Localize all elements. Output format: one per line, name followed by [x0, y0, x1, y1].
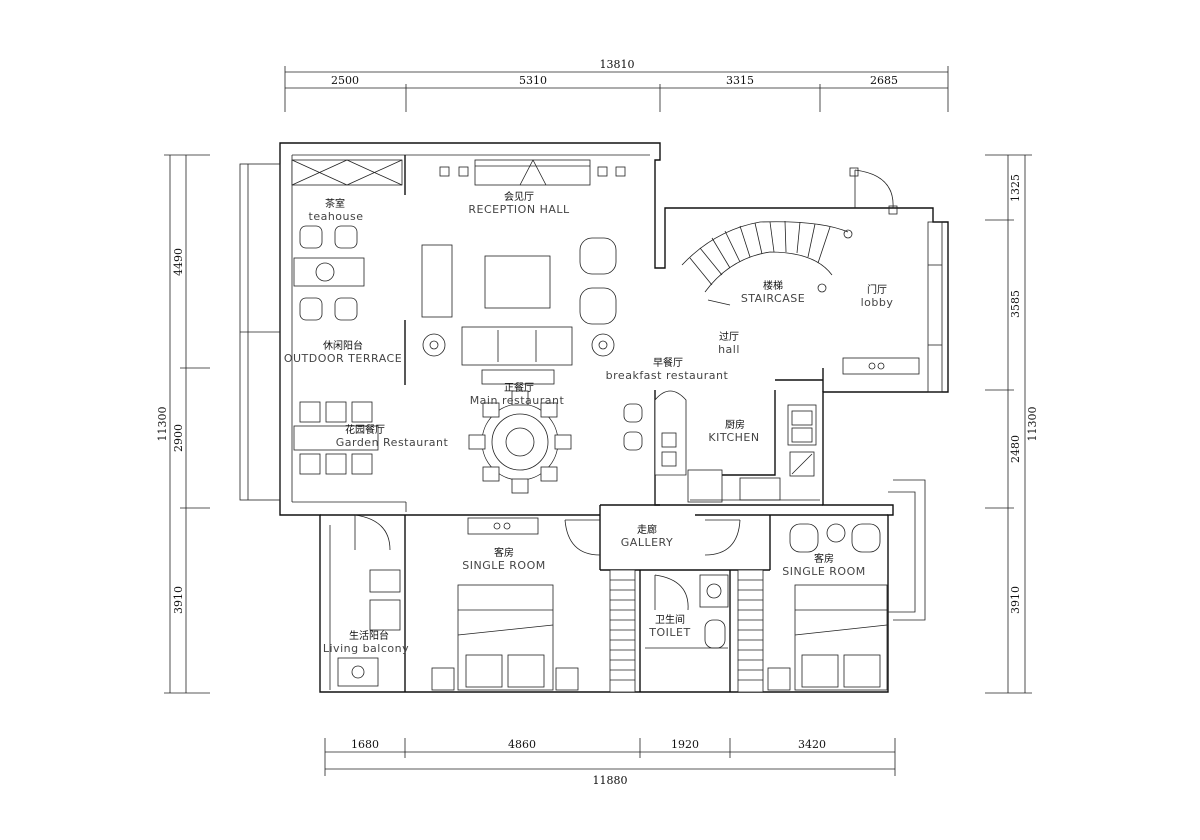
terrace-label-en: OUTDOOR TERRACE [284, 352, 402, 365]
toilet-label-cn: 卫生间 [655, 613, 685, 626]
staircase-label-cn: 楼梯 [763, 279, 783, 292]
main-restaurant-label-en: Main restaurant [470, 394, 565, 407]
dim-top-1: 2500 [331, 74, 359, 87]
main-restaurant-label-cn: 正餐厅 [504, 381, 534, 394]
dim-bottom-1: 1680 [351, 738, 379, 751]
lobby-label-en: lobby [861, 296, 894, 309]
dim-top-total: 13810 [600, 58, 635, 71]
dim-right-2: 3585 [1009, 290, 1022, 318]
furniture [291, 159, 920, 693]
garden-label-en: Garden Restaurant [336, 436, 449, 449]
dim-top-4: 2685 [870, 74, 898, 87]
dim-bottom-total: 11880 [593, 774, 628, 787]
hall-label-cn: 过厅 [719, 330, 739, 343]
dimension-lines [164, 66, 1032, 776]
hall-label-en: hall [718, 343, 740, 356]
living-balcony-label-cn: 生活阳台 [349, 629, 389, 642]
dim-top-2: 5310 [519, 74, 547, 87]
dim-top-3: 3315 [726, 74, 754, 87]
dim-left-3: 3910 [172, 586, 185, 614]
breakfast-label-cn: 早餐厅 [653, 356, 683, 369]
dim-bottom-2: 4860 [508, 738, 536, 751]
dim-left-total: 11300 [156, 407, 169, 442]
teahouse-label-cn: 茶室 [325, 197, 345, 210]
dim-right-3: 2480 [1009, 435, 1022, 463]
kitchen-label-en: KITCHEN [708, 431, 759, 444]
kitchen-label-cn: 厨房 [725, 418, 745, 431]
dim-right-total: 11300 [1026, 407, 1039, 442]
dim-bottom-4: 3420 [798, 738, 826, 751]
single-room-2-label-en: SINGLE ROOM [782, 565, 866, 578]
terrace-label-cn: 休闲阳台 [323, 339, 363, 352]
single-room-1-label-en: SINGLE ROOM [462, 559, 546, 572]
single-room-2-label-cn: 客房 [814, 552, 834, 565]
dim-left-2: 2900 [172, 424, 185, 452]
living-balcony-label-en: Living balcony [323, 642, 409, 655]
lobby-label-cn: 门厅 [867, 283, 887, 296]
dim-right-1: 1325 [1009, 174, 1022, 202]
walls [239, 142, 949, 693]
reception-label-en: RECEPTION HALL [468, 203, 570, 216]
breakfast-label-en: breakfast restaurant [606, 369, 729, 382]
dim-left-1: 4490 [172, 248, 185, 276]
gallery-label-cn: 走廊 [637, 523, 657, 536]
reception-label-cn: 会见厅 [504, 190, 534, 203]
dim-right-4: 3910 [1009, 586, 1022, 614]
teahouse-label-en: teahouse [309, 210, 364, 223]
garden-label-cn: 花园餐厅 [345, 423, 385, 436]
dim-bottom-3: 1920 [671, 738, 699, 751]
gallery-label-en: GALLERY [621, 536, 673, 549]
staircase-label-en: STAIRCASE [741, 292, 805, 305]
toilet-label-en: TOILET [648, 626, 690, 639]
single-room-1-label-cn: 客房 [494, 546, 514, 559]
